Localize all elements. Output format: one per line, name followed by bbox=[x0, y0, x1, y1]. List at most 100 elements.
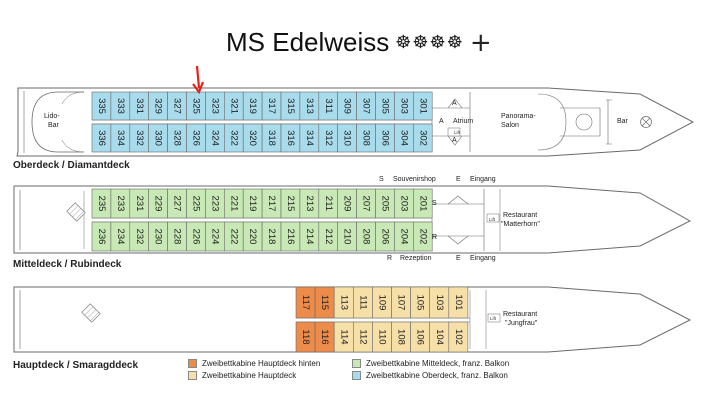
legend-swatch bbox=[352, 359, 361, 368]
panorama-salon-label-2: Salon bbox=[501, 122, 519, 129]
cabin-number: 110 bbox=[376, 329, 387, 344]
cabin-number: 223 bbox=[209, 196, 220, 212]
cabin-number: 204 bbox=[398, 229, 409, 245]
cabin-number: 233 bbox=[115, 196, 126, 212]
lido-bar-label-2: Bar bbox=[48, 122, 59, 129]
cabin-number: 118 bbox=[300, 329, 311, 344]
panorama-salon-label-1: Panorama- bbox=[501, 113, 536, 120]
hauptdeck-label: Hauptdeck / Smaragddeck bbox=[13, 360, 139, 371]
cabin-201[interactable] bbox=[412, 188, 433, 219]
lift-label: Lift bbox=[454, 130, 461, 135]
cabin-number: 213 bbox=[304, 196, 315, 212]
legend-item-mitteldeck: Zweibettkabine Mitteldeck, franz. Balkon bbox=[352, 359, 509, 368]
cabin-number: 316 bbox=[285, 130, 296, 146]
legend-swatch bbox=[352, 371, 361, 380]
cabin-number: 330 bbox=[153, 130, 164, 146]
souvenir-s-inner: S bbox=[432, 200, 437, 207]
cabin-number: 105 bbox=[415, 295, 426, 311]
cabin-number: 314 bbox=[304, 130, 315, 146]
cabin-number: 329 bbox=[153, 98, 164, 114]
cabin-number: 311 bbox=[323, 98, 334, 113]
cabin-number: 328 bbox=[172, 130, 183, 146]
cabin-number: 211 bbox=[323, 196, 334, 211]
legend-item-oberdeck: Zweibettkabine Oberdeck, franz. Balkon bbox=[352, 371, 508, 380]
cabin-number: 304 bbox=[398, 130, 409, 146]
cabin-202[interactable] bbox=[412, 221, 433, 252]
rating-stars-icon: ☸☸☸☸ bbox=[395, 32, 464, 53]
ship-name: MS Edelweiss bbox=[226, 27, 390, 57]
entrance-e-top: E bbox=[456, 176, 461, 183]
cabin-number: 335 bbox=[96, 98, 107, 114]
restaurant-matterhorn-label-2: "Matterhorn" bbox=[501, 221, 540, 228]
cabin-number: 232 bbox=[134, 229, 145, 245]
cabin-301[interactable] bbox=[412, 91, 433, 121]
entrance-e-bottom: E bbox=[456, 255, 461, 262]
bar-label: Bar bbox=[617, 118, 628, 125]
cabin-101[interactable] bbox=[448, 286, 469, 319]
legend-item-hauptdeck-hinten: Zweibettkabine Hauptdeck hinten bbox=[188, 359, 320, 368]
cabin-number: 227 bbox=[172, 196, 183, 212]
cabin-number: 109 bbox=[376, 295, 387, 311]
cabin-number: 308 bbox=[361, 130, 372, 146]
cabin-number: 108 bbox=[396, 329, 407, 345]
cabin-number: 313 bbox=[304, 98, 315, 114]
atrium-a-label: A bbox=[439, 118, 444, 125]
reception-r-inner: R bbox=[432, 234, 438, 241]
cabin-number: 303 bbox=[398, 98, 409, 114]
legend-item-hauptdeck: Zweibettkabine Hauptdeck bbox=[188, 371, 296, 380]
restaurant-matterhorn-label-1: Restaurant bbox=[503, 212, 538, 219]
cabin-marker-arrow-icon bbox=[192, 65, 205, 95]
cabin-number: 215 bbox=[285, 196, 296, 212]
cabin-number: 332 bbox=[134, 130, 145, 146]
cabin-number: 322 bbox=[228, 130, 239, 146]
cabin-number: 317 bbox=[266, 98, 277, 114]
cabin-102[interactable] bbox=[448, 321, 469, 353]
cabin-number: 203 bbox=[398, 196, 409, 212]
cabin-number: 112 bbox=[357, 329, 368, 344]
cabin-number: 309 bbox=[342, 98, 353, 114]
cabin-number: 224 bbox=[209, 229, 220, 245]
cabin-number: 201 bbox=[417, 196, 428, 212]
cabin-number: 306 bbox=[379, 130, 390, 146]
cabin-number: 214 bbox=[304, 229, 315, 245]
cabin-number: 331 bbox=[134, 98, 145, 114]
cabin-number: 336 bbox=[96, 130, 107, 146]
cabin-number: 107 bbox=[396, 295, 407, 311]
atrium-label: Atrium bbox=[453, 118, 474, 125]
cabin-number: 103 bbox=[434, 295, 445, 311]
cabin-number: 101 bbox=[453, 295, 464, 311]
atrium-a-top: A bbox=[452, 100, 457, 107]
cabin-number: 102 bbox=[453, 329, 464, 345]
cabin-number: 235 bbox=[96, 196, 107, 212]
cabin-number: 106 bbox=[415, 329, 426, 345]
cabin-number: 229 bbox=[153, 196, 164, 212]
rating-plus-icon: + bbox=[469, 27, 492, 58]
cabin-number: 320 bbox=[247, 130, 258, 146]
cabin-number: 325 bbox=[190, 98, 201, 114]
cabin-number: 205 bbox=[379, 196, 390, 212]
cabin-number: 234 bbox=[115, 229, 126, 245]
cabin-number: 212 bbox=[323, 229, 334, 245]
cabin-number: 318 bbox=[266, 130, 277, 146]
cabin-number: 310 bbox=[342, 130, 353, 146]
cabin-number: 207 bbox=[361, 196, 372, 212]
cabin-302[interactable] bbox=[412, 123, 433, 153]
cabin-number: 312 bbox=[323, 130, 334, 146]
souvenirshop-label: Souvenirshop bbox=[393, 176, 436, 183]
reception-r-label: R bbox=[387, 255, 393, 262]
cabin-number: 115 bbox=[319, 295, 330, 310]
cabin-number: 333 bbox=[115, 98, 126, 114]
restaurant-jungfrau-label-2: "Jungfrau" bbox=[505, 320, 538, 327]
cabin-number: 219 bbox=[247, 196, 258, 212]
cabin-number: 202 bbox=[417, 229, 428, 245]
cabin-number: 206 bbox=[379, 229, 390, 245]
cabin-number: 228 bbox=[172, 229, 183, 245]
cabin-number: 114 bbox=[338, 329, 349, 344]
entrance-bottom-label: Eingang bbox=[470, 255, 496, 262]
cabin-number: 319 bbox=[247, 98, 258, 114]
cabin-number: 217 bbox=[266, 196, 277, 212]
